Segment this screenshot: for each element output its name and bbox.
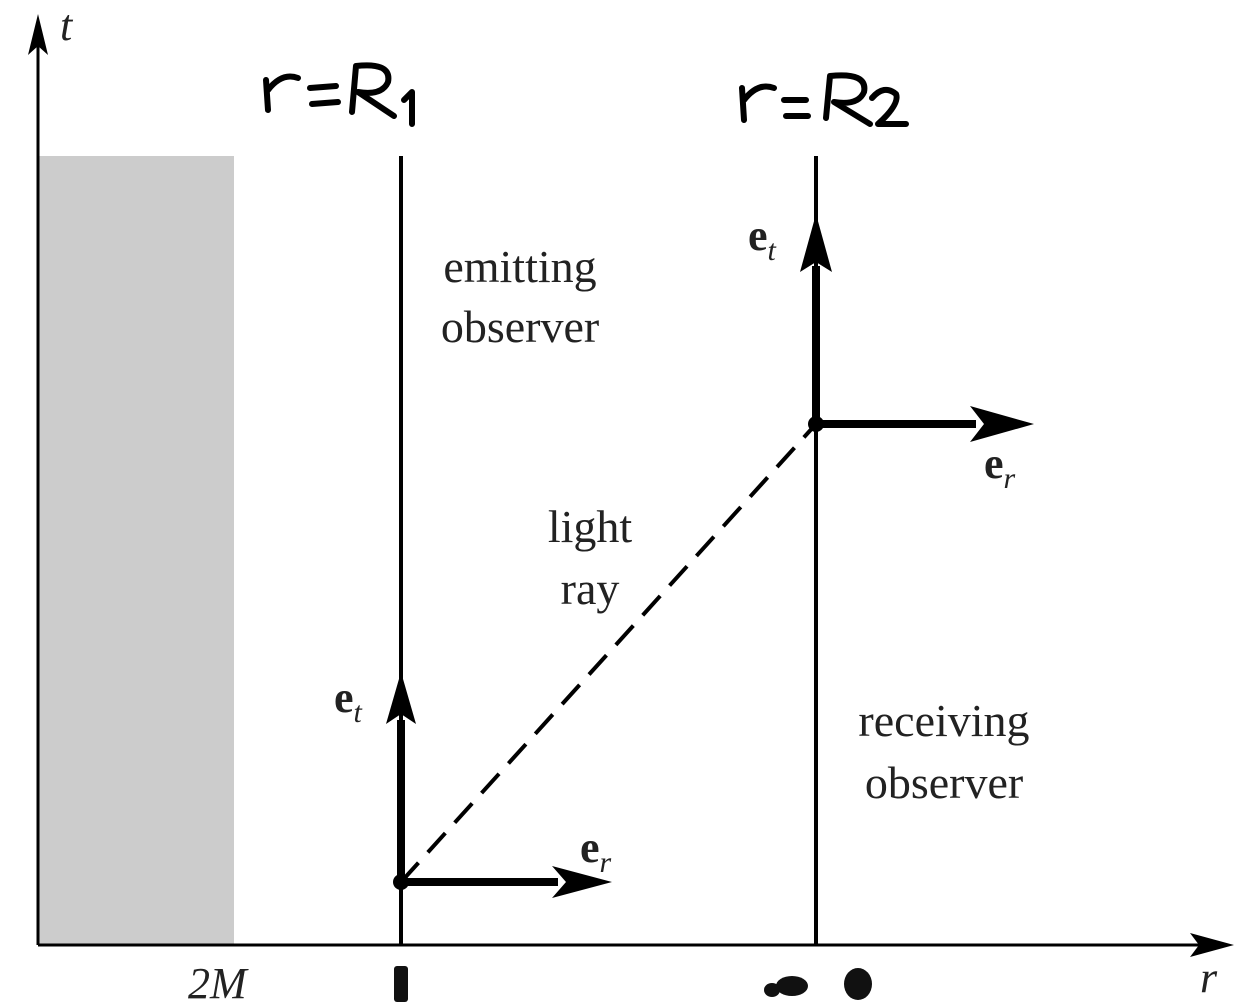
horizon-label: 2M [188, 959, 249, 1006]
receiver-er-label: er [984, 439, 1016, 495]
tick-scribble-r1 [394, 966, 408, 1002]
r-axis-arrowhead [1190, 933, 1234, 957]
receiver-et-arrowhead [800, 214, 832, 272]
handwritten-r2-label [739, 72, 909, 127]
horizon-region [38, 156, 234, 945]
handwritten-r1-label [263, 62, 415, 127]
t-axis-arrowhead [28, 14, 48, 55]
emitting-label-line2: observer [441, 301, 599, 352]
tick-scribble-r2 [764, 968, 872, 1000]
light-label-line1: light [548, 501, 633, 552]
receiver-et-label: et [748, 211, 777, 267]
receiving-label-line1: receiving [858, 695, 1029, 746]
light-ray [399, 422, 818, 884]
receiving-label-line2: observer [865, 757, 1023, 808]
emitter-et-label: et [334, 673, 363, 729]
receiver-er-arrowhead [970, 406, 1034, 442]
emitting-label-line1: emitting [443, 241, 596, 292]
emitter-er-label: er [580, 823, 612, 879]
t-axis-label: t [60, 1, 74, 50]
emitter-er-arrowhead [552, 866, 612, 898]
light-label-line2: ray [561, 563, 620, 614]
emitter-et-arrowhead [386, 672, 416, 724]
r-axis-label: r [1200, 953, 1218, 1002]
